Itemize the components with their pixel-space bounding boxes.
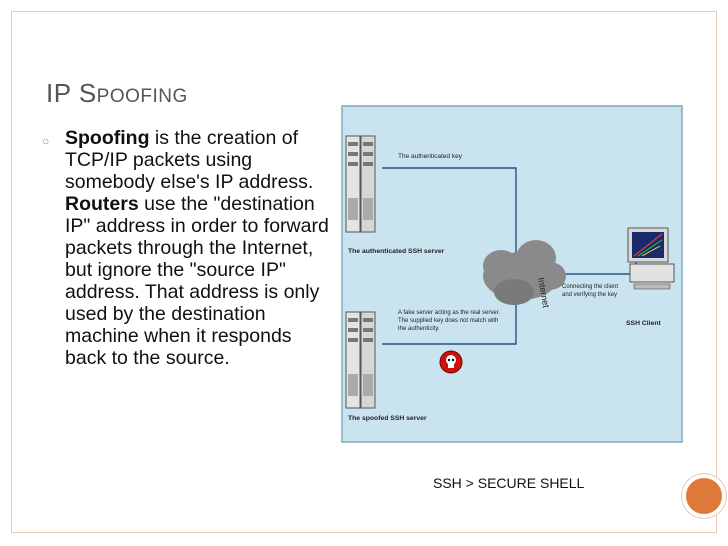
body-paragraph: Spoofing is the creation of TCP/IP packe… (65, 127, 329, 369)
bullet-icon: ○ (42, 134, 50, 148)
spoofed-server-label: The spoofed SSH server (348, 415, 427, 422)
fake-server-label-2: The supplied key does not match with (398, 318, 498, 324)
skull-danger-icon (439, 350, 463, 374)
authenticated-key-label: The authenticated key (398, 153, 463, 160)
internet-cloud-icon (483, 240, 566, 305)
fake-server-label-1: A fake server acting as the real server. (398, 310, 500, 316)
server-rack-icon (345, 311, 376, 409)
ssh-spoofing-diagram: Internet The authenticated key The authe… (336, 98, 693, 446)
bold-routers: Routers (65, 193, 139, 215)
ssh-client-label: SSH Client (626, 320, 661, 327)
connecting-label-1: Connecting the client (562, 284, 618, 290)
computer-icon (627, 227, 675, 290)
bold-spoofing: Spoofing (65, 127, 150, 149)
caption: SSH > SECURE SHELL (433, 475, 585, 491)
slide-title: IP SPOOFING (46, 78, 188, 108)
fake-server-label-3: the authenticity. (398, 326, 440, 332)
connecting-label-2: and verifying the key (562, 292, 617, 298)
slide-frame (11, 11, 717, 533)
server-rack-icon (345, 135, 376, 233)
decorative-circle (682, 474, 726, 518)
auth-server-label: The authenticated SSH server (348, 248, 445, 255)
